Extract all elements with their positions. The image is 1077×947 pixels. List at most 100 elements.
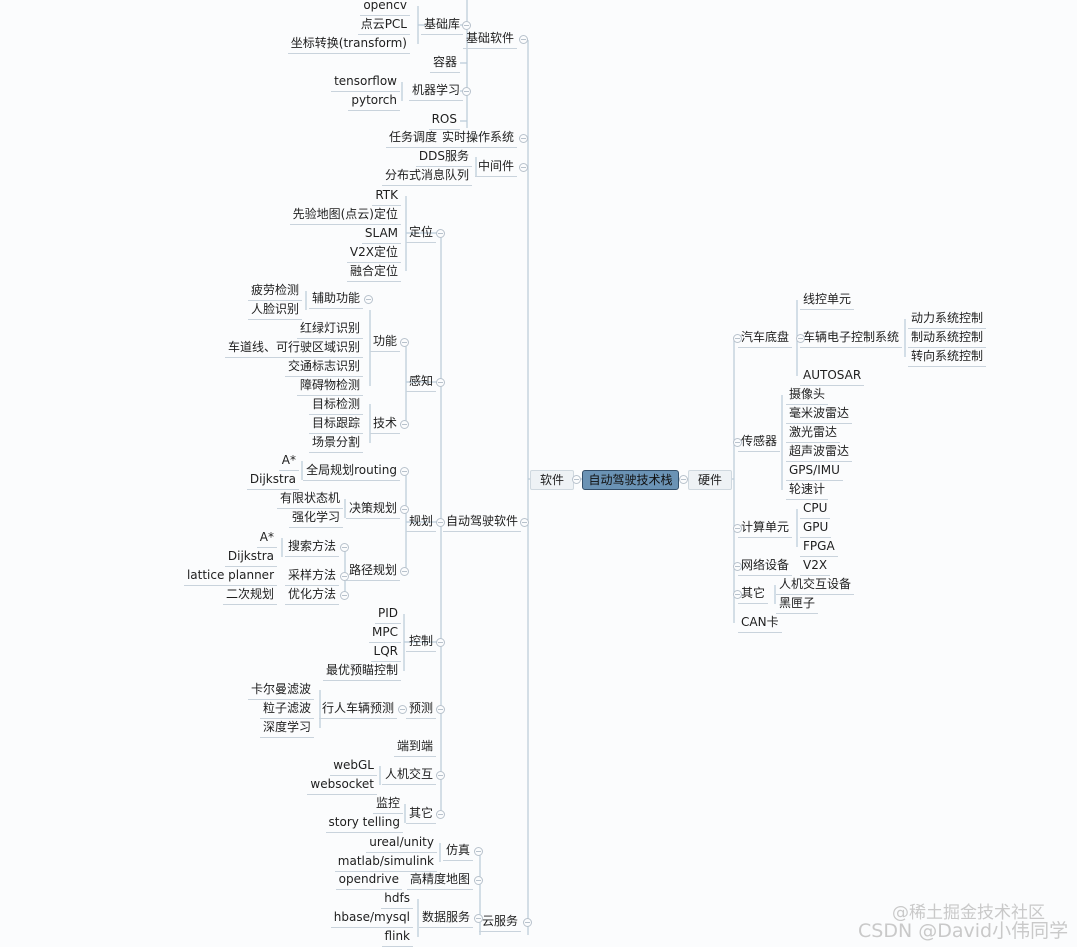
node-container[interactable]: 容器 bbox=[429, 55, 460, 73]
collapse-icon[interactable] bbox=[519, 35, 528, 44]
leaf[interactable]: 交通标志识别 bbox=[284, 359, 363, 377]
node-data-service[interactable]: 数据服务 bbox=[418, 910, 473, 928]
collapse-icon[interactable] bbox=[400, 338, 409, 347]
leaf[interactable]: 红绿灯识别 bbox=[296, 321, 363, 339]
collapse-icon[interactable] bbox=[436, 771, 445, 780]
node-ad-software[interactable]: 自动驾驶软件 bbox=[442, 514, 521, 532]
node-sensors[interactable]: 传感器 bbox=[738, 434, 781, 452]
leaf[interactable]: hbase/mysql bbox=[330, 910, 413, 928]
node-autosar[interactable]: AUTOSAR bbox=[800, 368, 865, 386]
leaf[interactable]: GPS/IMU bbox=[786, 463, 843, 481]
leaf[interactable]: 强化学习 bbox=[288, 510, 343, 528]
leaf[interactable]: 超声波雷达 bbox=[786, 444, 853, 462]
collapse-icon[interactable] bbox=[364, 295, 373, 304]
leaf[interactable]: 坐标转换(transform) bbox=[287, 36, 410, 54]
collapse-icon[interactable] bbox=[520, 518, 529, 527]
node-e2e[interactable]: 端到端 bbox=[393, 739, 436, 757]
collapse-icon[interactable] bbox=[436, 810, 445, 819]
leaf[interactable]: 车道线、可行驶区域识别 bbox=[224, 340, 363, 358]
leaf[interactable]: 毫米波雷达 bbox=[786, 406, 853, 424]
leaf[interactable]: matlab/simulink bbox=[334, 854, 437, 872]
node-hdmap[interactable]: 高精度地图 bbox=[406, 872, 473, 890]
node-can[interactable]: CAN卡 bbox=[738, 615, 782, 633]
leaf[interactable]: 分布式消息队列 bbox=[381, 168, 472, 186]
node-chassis[interactable]: 汽车底盘 bbox=[738, 330, 793, 348]
collapse-icon[interactable] bbox=[519, 134, 528, 143]
leaf[interactable]: 疲劳检测 bbox=[247, 283, 302, 301]
leaf[interactable]: flink bbox=[381, 929, 413, 947]
node-ecu[interactable]: 车辆电子控制系统 bbox=[800, 330, 903, 348]
leaf[interactable]: 深度学习 bbox=[259, 720, 314, 738]
leaf[interactable]: V2X bbox=[800, 558, 831, 576]
node-ml[interactable]: 机器学习 bbox=[408, 83, 463, 101]
leaf[interactable]: 卡尔曼滤波 bbox=[247, 682, 314, 700]
node-libs[interactable]: 基础库 bbox=[420, 17, 463, 35]
collapse-icon[interactable] bbox=[436, 705, 445, 714]
collapse-icon[interactable] bbox=[340, 591, 349, 600]
collapse-icon[interactable] bbox=[400, 420, 409, 429]
leaf[interactable]: 粒子滤波 bbox=[259, 701, 314, 719]
collapse-hardware-icon[interactable] bbox=[679, 475, 688, 484]
leaf[interactable]: CPU bbox=[800, 501, 831, 519]
leaf[interactable]: 最优预瞄控制 bbox=[322, 663, 401, 681]
collapse-icon[interactable] bbox=[733, 562, 742, 571]
collapse-icon[interactable] bbox=[733, 590, 742, 599]
leaf[interactable]: 点云PCL bbox=[357, 17, 410, 35]
collapse-icon[interactable] bbox=[340, 543, 349, 552]
node-global-planning[interactable]: 全局规划routing bbox=[303, 463, 400, 481]
node-localization[interactable]: 定位 bbox=[405, 225, 436, 243]
collapse-software-icon[interactable] bbox=[572, 475, 581, 484]
collapse-icon[interactable] bbox=[400, 467, 409, 476]
node-base-software[interactable]: 基础软件 bbox=[462, 31, 517, 49]
leaf[interactable]: 制动系统控制 bbox=[908, 330, 987, 348]
leaf[interactable]: opencv bbox=[360, 0, 410, 16]
leaf[interactable]: V2X定位 bbox=[346, 245, 401, 263]
node-path-planning[interactable]: 路径规划 bbox=[345, 563, 400, 581]
leaf[interactable]: Dijkstra bbox=[246, 472, 299, 490]
node-perception[interactable]: 感知 bbox=[405, 374, 436, 392]
leaf[interactable]: MPC bbox=[369, 625, 401, 643]
leaf[interactable]: 人脸识别 bbox=[247, 302, 302, 320]
collapse-icon[interactable] bbox=[796, 334, 805, 343]
collapse-icon[interactable] bbox=[436, 229, 445, 238]
node-ros[interactable]: ROS bbox=[428, 112, 460, 130]
collapse-icon[interactable] bbox=[398, 705, 407, 714]
leaf[interactable]: 激光雷达 bbox=[786, 425, 841, 443]
collapse-icon[interactable] bbox=[436, 638, 445, 647]
node-function[interactable]: 功能 bbox=[369, 334, 400, 352]
leaf[interactable]: Dijkstra bbox=[224, 549, 277, 567]
leaf[interactable]: 目标跟踪 bbox=[308, 416, 363, 434]
node-rtos[interactable]: 实时操作系统 bbox=[438, 130, 517, 148]
leaf[interactable]: RTK bbox=[372, 188, 401, 206]
node-decision[interactable]: 决策规划 bbox=[345, 501, 400, 519]
leaf[interactable]: tensorflow bbox=[331, 74, 400, 92]
leaf[interactable]: 场景分割 bbox=[308, 435, 363, 453]
leaf[interactable]: 监控 bbox=[372, 796, 403, 814]
node-sim[interactable]: 仿真 bbox=[442, 843, 473, 861]
leaf[interactable]: A* bbox=[278, 453, 299, 471]
collapse-icon[interactable] bbox=[462, 87, 471, 96]
collapse-icon[interactable] bbox=[733, 524, 742, 533]
node-search[interactable]: 搜索方法 bbox=[284, 539, 339, 557]
node-cloud[interactable]: 云服务 bbox=[478, 914, 521, 932]
collapse-icon[interactable] bbox=[519, 163, 528, 172]
collapse-icon[interactable] bbox=[733, 334, 742, 343]
collapse-icon[interactable] bbox=[436, 518, 445, 527]
node-compute[interactable]: 计算单元 bbox=[738, 520, 793, 538]
leaf[interactable]: 转向系统控制 bbox=[908, 349, 987, 367]
leaf[interactable]: A* bbox=[256, 530, 277, 548]
collapse-icon[interactable] bbox=[474, 914, 483, 923]
node-middleware[interactable]: 中间件 bbox=[474, 159, 517, 177]
leaf[interactable]: story telling bbox=[325, 815, 403, 833]
leaf[interactable]: LQR bbox=[370, 644, 401, 662]
collapse-icon[interactable] bbox=[462, 21, 471, 30]
leaf[interactable]: 摄像头 bbox=[786, 387, 829, 405]
leaf[interactable]: 融合定位 bbox=[346, 264, 401, 282]
leaf[interactable]: 先验地图(点云)定位 bbox=[289, 207, 401, 225]
collapse-icon[interactable] bbox=[436, 378, 445, 387]
node-sampling[interactable]: 采样方法 bbox=[284, 568, 339, 586]
leaf[interactable]: ureal/unity bbox=[366, 835, 437, 853]
collapse-icon[interactable] bbox=[474, 847, 483, 856]
node-software[interactable]: 软件 bbox=[530, 470, 574, 490]
leaf[interactable]: PID bbox=[374, 606, 401, 624]
